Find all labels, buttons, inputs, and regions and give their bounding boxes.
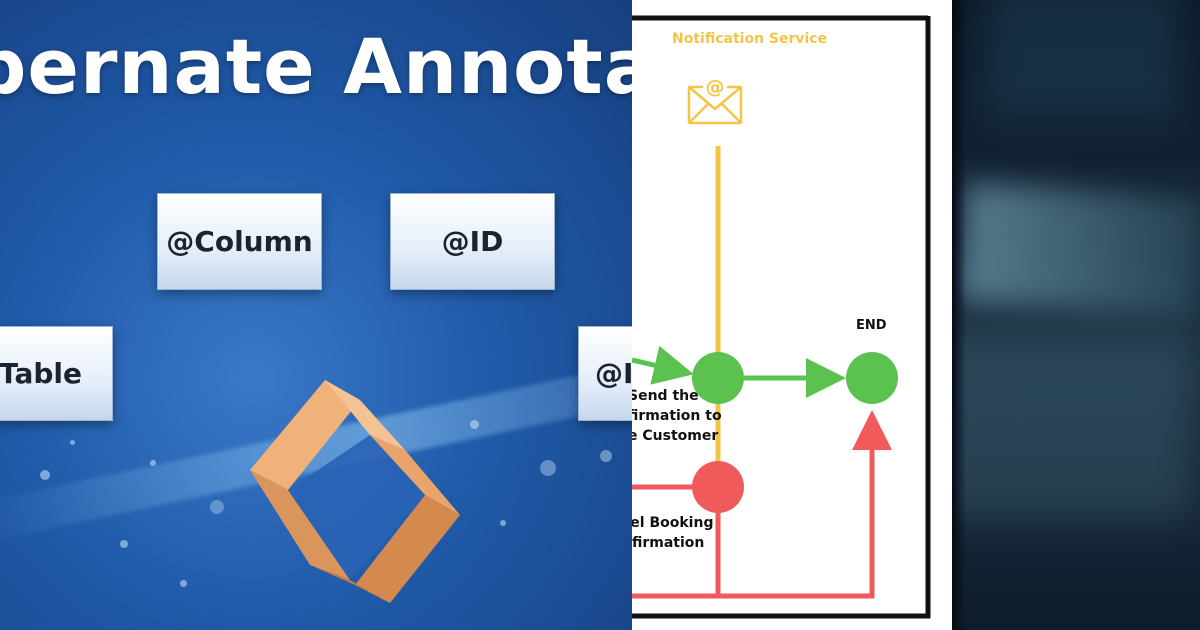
sparkle <box>500 520 506 526</box>
sparkle <box>540 460 556 476</box>
workflow-diagram: @ <box>632 15 931 619</box>
sparkle <box>210 500 224 514</box>
send-confirmation-node <box>692 352 744 404</box>
sparkle <box>40 470 50 480</box>
photo-blur <box>982 0 1182 120</box>
send-confirmation-label: Send the firmation to e Customer <box>632 386 722 446</box>
annotation-tag-partial: @I <box>578 326 632 421</box>
sparkle <box>70 440 75 445</box>
hibernate-annotations-panel: bernate Annotat @Column @ID @Table @I <box>0 0 632 630</box>
blurred-photo-panel <box>952 0 1200 630</box>
end-label: END <box>856 318 887 333</box>
workflow-diagram-panel: @ Notification Service END Send the firm… <box>632 0 952 630</box>
send-incoming-arrow <box>632 345 694 385</box>
svg-text:@: @ <box>706 76 725 98</box>
end-node <box>846 352 898 404</box>
photo-blur <box>952 330 1192 520</box>
sparkle <box>470 420 479 429</box>
send-label-line: e Customer <box>632 428 719 444</box>
notification-service-label: Notification Service <box>672 31 828 47</box>
annotation-tag-table: @Table <box>0 326 113 421</box>
cancel-booking-node <box>692 461 744 513</box>
diagram-frame <box>632 15 931 619</box>
photo-edge-shadow <box>952 0 966 630</box>
email-icon: @ <box>687 74 743 125</box>
annotation-tag-id: @ID <box>390 193 555 290</box>
annotation-tag-column: @Column <box>157 193 322 290</box>
sparkle <box>150 460 156 466</box>
send-label-line: firmation to <box>632 408 722 424</box>
cancel-label-line: nfirmation <box>632 535 705 551</box>
sparkle <box>120 540 128 548</box>
sparkle <box>180 580 187 587</box>
send-label-line: Send the <box>632 388 699 404</box>
sparkle <box>600 450 612 462</box>
page-title: bernate Annotat <box>0 22 632 111</box>
cancel-label-line: cel Booking <box>632 515 714 531</box>
cancel-to-end-arrow <box>632 410 892 599</box>
hibernate-logo-icon <box>250 380 460 603</box>
cancel-booking-label: cel Booking nfirmation <box>632 513 713 553</box>
photo-blur <box>958 181 1200 319</box>
